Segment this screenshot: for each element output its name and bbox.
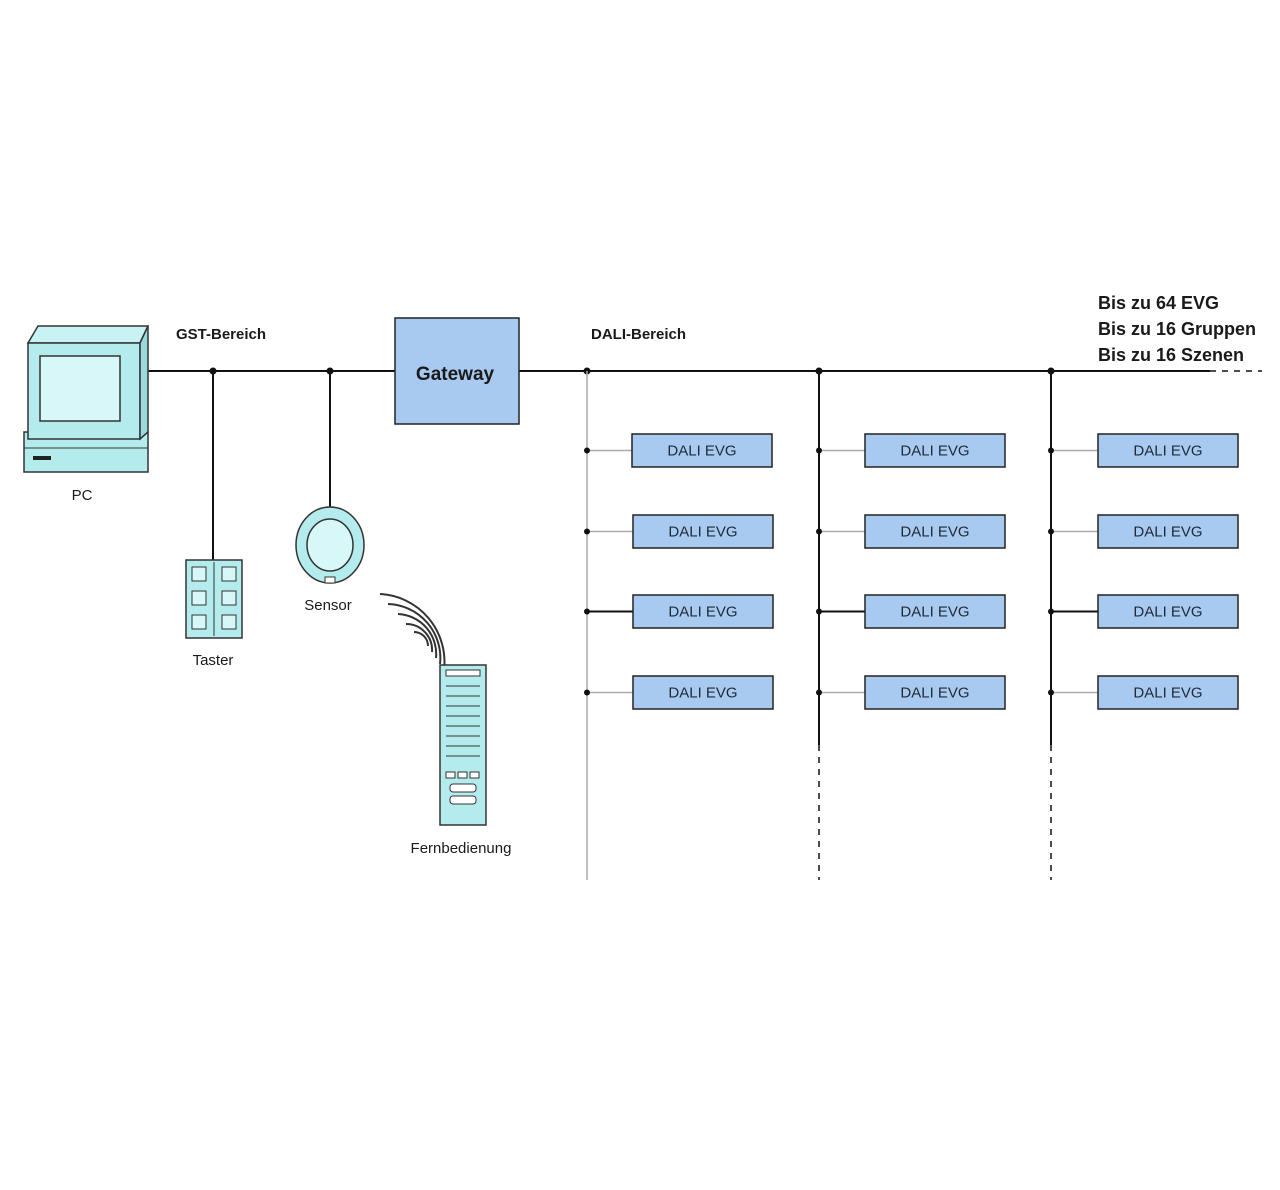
evg-connector-dot (584, 447, 590, 454)
evg-connector-dot (584, 608, 590, 615)
evg-connector-dot (816, 689, 822, 696)
fernbedienung-label: Fernbedienung (411, 840, 512, 857)
dali-evg-box (632, 675, 774, 710)
dali-evg-box (864, 594, 1006, 629)
dali-evg-box (632, 514, 774, 549)
sensor-icon (295, 506, 365, 584)
dali-evg-label: DALI EVG (900, 604, 969, 621)
evg-connector-dot (816, 447, 822, 454)
sensor-label: Sensor (304, 597, 352, 614)
dali-evg-box (631, 433, 773, 468)
dali-bereich-label: DALI-Bereich (591, 326, 686, 343)
gst-bereich-label: GST-Bereich (176, 326, 266, 343)
dali-evg-box (1097, 433, 1239, 468)
wireless-signal-icon (379, 593, 446, 671)
spec-max-groups: Bis zu 16 Gruppen (1098, 319, 1256, 339)
dali-evg-label: DALI EVG (668, 604, 737, 621)
dali-evg-box (864, 514, 1006, 549)
dali-evg-box (632, 594, 774, 629)
evg-connector-dot (1048, 447, 1054, 454)
spec-max-evg: Bis zu 64 EVG (1098, 293, 1219, 313)
evg-connector-dot (584, 689, 590, 696)
dali-evg-columns: DALI EVG DALI EVG DALI EVG DALI EVG DALI EVG… (583, 367, 1239, 880)
evg-connector-dot (816, 528, 822, 535)
taster-label: Taster (193, 652, 234, 669)
dali-evg-label: DALI EVG (1133, 685, 1202, 702)
pc-icon (23, 325, 150, 473)
dali-evg-label: DALI EVG (1133, 604, 1202, 621)
dali-evg-box (1097, 675, 1239, 710)
evg-connector-dot (1048, 528, 1054, 535)
evg-connector-dot (816, 608, 822, 615)
dali-evg-label: DALI EVG (668, 685, 737, 702)
gateway-label: Gateway (416, 364, 495, 385)
evg-connector-dot (584, 528, 590, 535)
evg-connector-dot (1048, 689, 1054, 696)
dali-evg-label: DALI EVG (668, 524, 737, 541)
spec-max-scenes: Bis zu 16 Szenen (1098, 345, 1244, 365)
evg-connector-dot (1048, 608, 1054, 615)
pc-label: PC (72, 487, 93, 504)
dali-evg-box (1097, 594, 1239, 629)
dali-evg-label: DALI EVG (900, 443, 969, 460)
dali-evg-box (1097, 514, 1239, 549)
remote-control-icon (439, 664, 487, 826)
dali-evg-label: DALI EVG (900, 524, 969, 541)
dali-evg-label: DALI EVG (1133, 443, 1202, 460)
dali-evg-label: DALI EVG (900, 685, 969, 702)
dali-evg-label: DALI EVG (667, 443, 736, 460)
dali-evg-label: DALI EVG (1133, 524, 1202, 541)
dali-evg-box (864, 675, 1006, 710)
taster-icon (185, 559, 243, 639)
dali-evg-box (864, 433, 1006, 468)
gateway-box (394, 317, 520, 425)
